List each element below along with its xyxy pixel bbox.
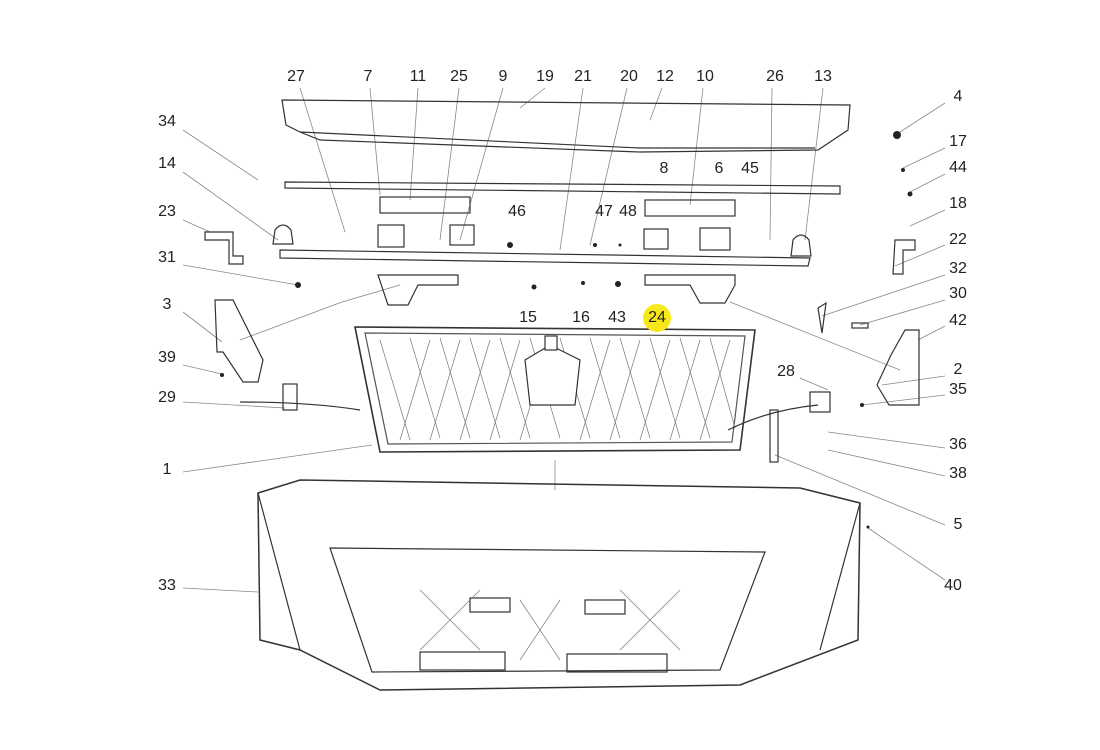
callout-34[interactable]: 34: [158, 113, 176, 130]
callout-48[interactable]: 48: [619, 203, 637, 220]
callout-1[interactable]: 1: [162, 461, 172, 478]
callout-19[interactable]: 19: [536, 68, 554, 85]
callout-36[interactable]: 36: [949, 436, 967, 453]
callout-23[interactable]: 23: [158, 203, 176, 220]
callout-15[interactable]: 15: [519, 309, 537, 326]
callout-20[interactable]: 20: [620, 68, 638, 85]
callout-31[interactable]: 31: [158, 249, 176, 266]
callout-4[interactable]: 4: [953, 88, 963, 105]
callout-21[interactable]: 21: [574, 68, 592, 85]
callout-10[interactable]: 10: [696, 68, 714, 85]
seal-strip: [284, 181, 841, 195]
callout-7[interactable]: 7: [363, 68, 373, 85]
callout-43[interactable]: 43: [608, 309, 626, 326]
callout-45[interactable]: 45: [741, 160, 759, 177]
callout-22[interactable]: 22: [949, 231, 967, 248]
leader-lines: [182, 87, 946, 593]
callout-28[interactable]: 28: [777, 363, 795, 380]
callout-11[interactable]: 11: [409, 68, 427, 85]
callout-14[interactable]: 14: [158, 155, 176, 172]
callout-27[interactable]: 27: [287, 68, 305, 85]
callout-16[interactable]: 16: [572, 309, 590, 326]
callout-9[interactable]: 9: [498, 68, 508, 85]
callout-29[interactable]: 29: [158, 389, 176, 406]
lower-panel: [257, 479, 861, 691]
middle-rail: [279, 249, 811, 267]
callout-47[interactable]: 47: [595, 203, 613, 220]
callout-38[interactable]: 38: [949, 465, 967, 482]
callout-6[interactable]: 6: [714, 160, 724, 177]
callout-35[interactable]: 35: [949, 381, 967, 398]
callout-5[interactable]: 5: [953, 516, 963, 533]
grille: [354, 326, 756, 453]
callout-33[interactable]: 33: [158, 577, 176, 594]
callout-46[interactable]: 46: [508, 203, 526, 220]
callout-24-highlighted[interactable]: 24: [643, 304, 671, 332]
callout-2[interactable]: 2: [953, 361, 963, 378]
upper-beam: [281, 99, 851, 153]
callout-42[interactable]: 42: [949, 312, 967, 329]
callout-17[interactable]: 17: [949, 133, 967, 150]
callout-25[interactable]: 25: [450, 68, 468, 85]
callout-39[interactable]: 39: [158, 349, 176, 366]
callout-18[interactable]: 18: [949, 195, 967, 212]
callout-13[interactable]: 13: [814, 68, 832, 85]
callout-32[interactable]: 32: [949, 260, 967, 277]
callout-8[interactable]: 8: [659, 160, 669, 177]
callout-12[interactable]: 12: [656, 68, 674, 85]
callout-44[interactable]: 44: [949, 159, 967, 176]
callout-40[interactable]: 40: [944, 577, 962, 594]
callout-30[interactable]: 30: [949, 285, 967, 302]
callout-3[interactable]: 3: [162, 296, 172, 313]
callout-26[interactable]: 26: [766, 68, 784, 85]
